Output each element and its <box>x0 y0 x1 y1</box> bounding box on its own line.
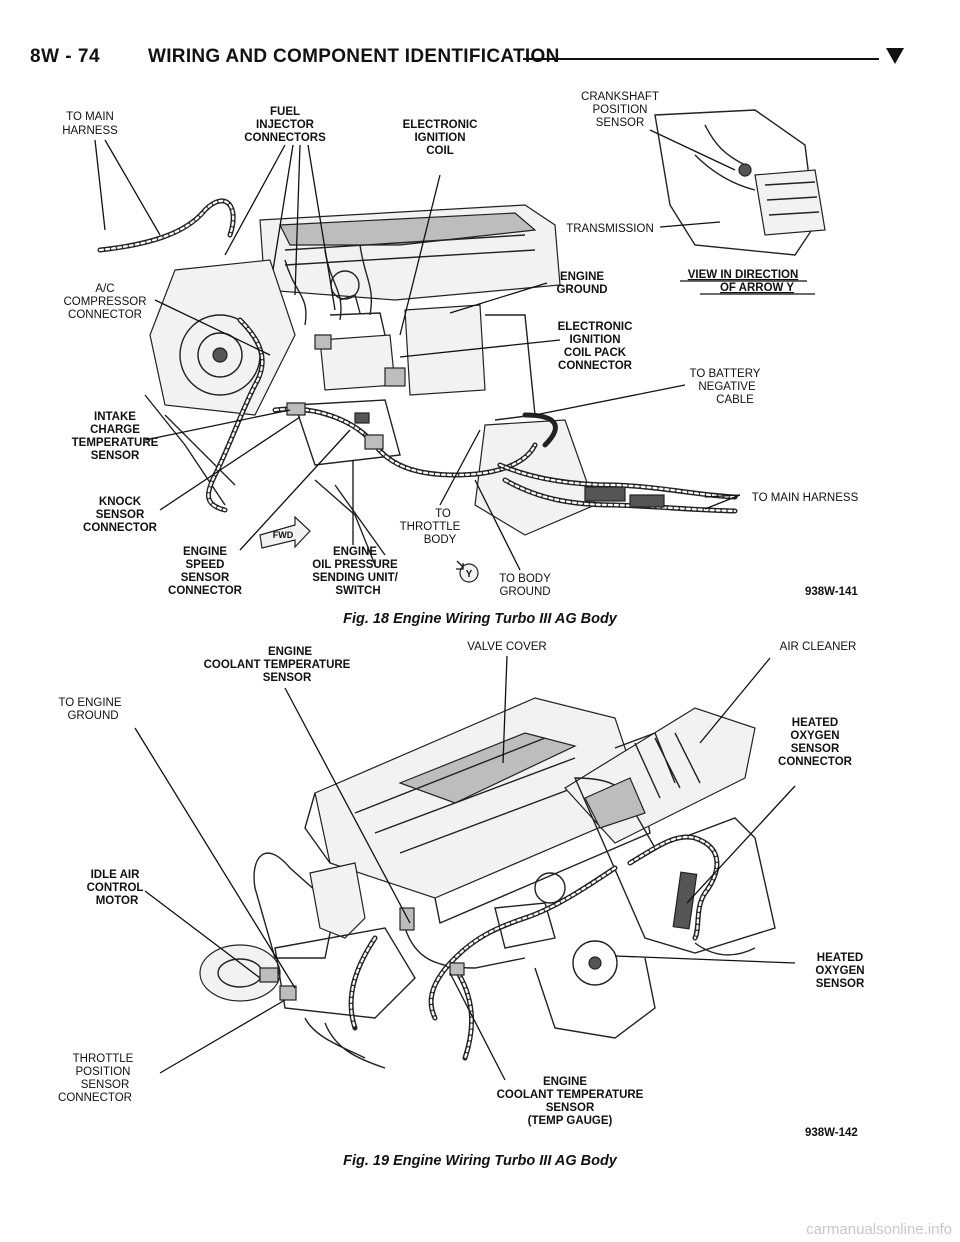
svg-text:Y: Y <box>466 569 473 580</box>
arrow-y-icon: Y <box>456 560 479 583</box>
triangle-icon <box>886 48 904 64</box>
label-transmission: TRANSMISSION <box>566 223 654 235</box>
header-rule <box>523 58 879 60</box>
label-valve-cover: VALVE COVER <box>467 641 546 653</box>
fwd-arrow-icon: FWD <box>259 515 311 549</box>
section-number: 8W - 74 <box>30 46 101 67</box>
figure-code-19: 938W-142 <box>805 1127 858 1139</box>
leader-lines-19 <box>134 655 796 1081</box>
figure-19-caption: Fig. 19 Engine Wiring Turbo III AG Body <box>343 1153 617 1169</box>
leader-lines-18 <box>94 129 741 571</box>
label-air-cleaner: AIR CLEANER <box>780 641 857 653</box>
svg-text:FWD: FWD <box>273 530 294 540</box>
label-to-main-harness-right: TO MAIN HARNESS <box>752 492 859 504</box>
figure-18-caption: Fig. 18 Engine Wiring Turbo III AG Body <box>343 611 617 627</box>
engine-artwork-19 <box>199 697 776 1069</box>
watermark: carmanualsonline.info <box>806 1221 952 1238</box>
figure-code-18: 938W-141 <box>805 586 858 598</box>
page-header: 8W - 74 WIRING AND COMPONENT IDENTIFICAT… <box>30 46 930 76</box>
page-title: WIRING AND COMPONENT IDENTIFICATION <box>148 46 560 67</box>
